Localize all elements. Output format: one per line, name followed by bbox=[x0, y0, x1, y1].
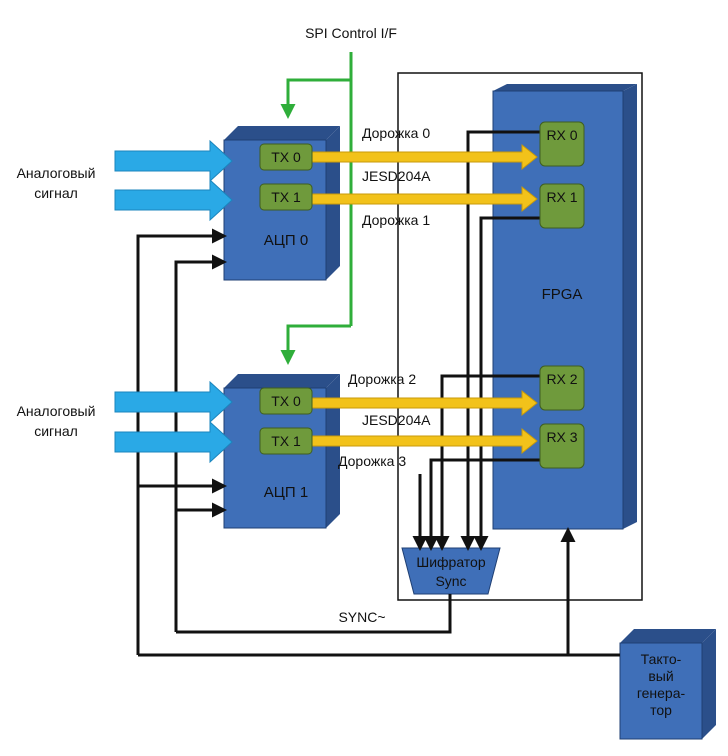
encoder-label-1: Шифратор bbox=[416, 554, 485, 570]
adc0-tx0-chip bbox=[259, 143, 313, 171]
svg-text:TX 1: TX 1 bbox=[271, 189, 301, 205]
lane2-label: Дорожка 2 bbox=[348, 371, 416, 387]
svg-text:TX 1: TX 1 bbox=[271, 433, 301, 449]
fpga-region-frame bbox=[397, 72, 643, 601]
spi-bus bbox=[280, 52, 353, 365]
clock-label-4: тор bbox=[650, 702, 672, 718]
rx1-chip bbox=[539, 183, 585, 229]
tx-chips: TX 0 TX 1 TX 0 TX 1 bbox=[259, 143, 313, 455]
lane1-label: Дорожка 1 bbox=[362, 212, 430, 228]
svg-text:RX 3: RX 3 bbox=[546, 429, 577, 445]
svg-text:RX 2: RX 2 bbox=[546, 371, 577, 387]
clock-label-2: вый bbox=[648, 668, 673, 684]
jesd-label-b: JESD204A bbox=[362, 412, 431, 428]
analog-label-1a: Аналоговый bbox=[17, 165, 96, 181]
adc1-tx1-chip bbox=[259, 427, 313, 455]
analog-inputs bbox=[114, 139, 233, 464]
analog-label-2a: Аналоговый bbox=[17, 403, 96, 419]
control-wires bbox=[136, 130, 620, 657]
rx0-chip bbox=[539, 121, 585, 167]
svg-text:TX 0: TX 0 bbox=[271, 149, 301, 165]
adc0-label: АЦП 0 bbox=[264, 232, 308, 249]
analog-label-1b: сигнал bbox=[34, 185, 78, 201]
svg-text:RX 0: RX 0 bbox=[546, 127, 577, 143]
jesd-lanes bbox=[311, 143, 538, 455]
adc0-tx1-chip bbox=[259, 183, 313, 211]
spi-label: SPI Control I/F bbox=[305, 25, 397, 41]
clock-generator-block: Такто- вый генера- тор bbox=[619, 629, 716, 740]
analog-label-2b: сигнал bbox=[34, 423, 78, 439]
rx3-chip bbox=[539, 423, 585, 469]
lane0-label: Дорожка 0 bbox=[362, 125, 430, 141]
encoder-label-2: Sync bbox=[435, 573, 466, 589]
lane3-label: Дорожка 3 bbox=[338, 453, 406, 469]
svg-text:RX 1: RX 1 bbox=[546, 189, 577, 205]
rx-chips: RX 0 RX 1 RX 2 RX 3 bbox=[539, 121, 585, 469]
fpga-label: FPGA bbox=[542, 286, 583, 303]
clock-label-1: Такто- bbox=[641, 651, 682, 667]
svg-text:TX 0: TX 0 bbox=[271, 393, 301, 409]
adc1-tx0-chip bbox=[259, 387, 313, 415]
sync-encoder: Шифратор Sync bbox=[401, 547, 501, 595]
clock-label-3: генера- bbox=[637, 685, 686, 701]
jesd-label-a: JESD204A bbox=[362, 168, 431, 184]
rx2-chip bbox=[539, 365, 585, 411]
adc1-label: АЦП 1 bbox=[264, 484, 308, 501]
sync-label: SYNC~ bbox=[338, 609, 385, 625]
